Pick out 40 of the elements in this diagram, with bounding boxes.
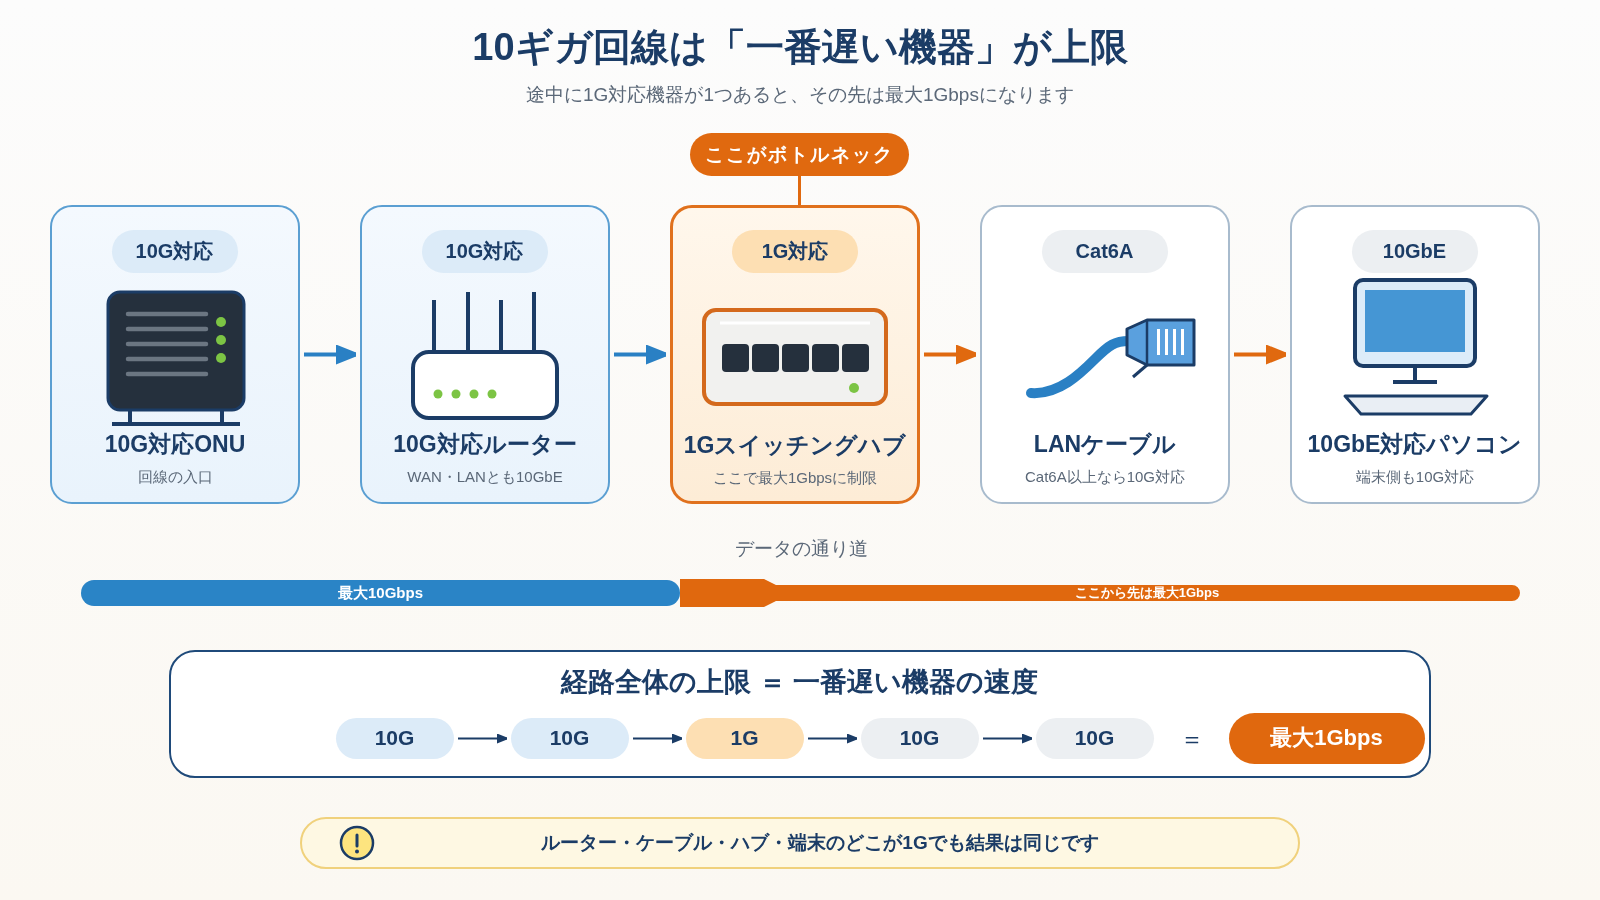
summary-panel bbox=[169, 650, 1431, 778]
speed-label: 最大10Gbps bbox=[338, 584, 423, 602]
speed-chip: 1G bbox=[685, 717, 804, 759]
speed-band bbox=[680, 579, 1520, 607]
device-card bbox=[980, 205, 1230, 504]
speed-chip: 10G bbox=[510, 717, 629, 759]
note-text: ルーター・ケーブル・ハブ・端末のどこが1Gでも結果は同じです bbox=[541, 831, 1099, 855]
spec-tag: 10G対応 bbox=[421, 229, 548, 273]
device-card bbox=[50, 205, 300, 504]
spec-tag: 1G対応 bbox=[732, 230, 858, 273]
formula-heading: 経路全体の上限 ＝ 一番遅い機器の速度 bbox=[561, 666, 1039, 699]
device-note: ここで最大1Gbpsに制限 bbox=[712, 468, 878, 488]
note-banner bbox=[300, 817, 1300, 869]
device-card bbox=[670, 205, 920, 504]
device-note: Cat6A以上なら10G対応 bbox=[1024, 467, 1185, 487]
spec-tag: Cat6A bbox=[1041, 229, 1168, 273]
device-card bbox=[1290, 205, 1540, 504]
device-name: LANケーブル bbox=[1033, 430, 1177, 459]
speed-chip: 10G bbox=[860, 717, 979, 759]
device-name: 10GbE対応パソコン bbox=[1307, 430, 1523, 459]
spec-tag: 10G対応 bbox=[111, 229, 238, 273]
equals-sign: ＝ bbox=[1180, 724, 1204, 754]
spec-tag: 10GbE bbox=[1351, 229, 1478, 273]
speed-chip: 10G bbox=[1035, 717, 1154, 759]
speed-band bbox=[81, 580, 680, 606]
device-name: 1Gスイッチングハブ bbox=[683, 431, 907, 460]
device-name: 10G対応ルーター bbox=[393, 430, 577, 459]
result-chip: 最大1Gbps bbox=[1228, 712, 1425, 764]
subtitle: 途中に1G対応機器が1つあると、その先は最大1Gbpsになります bbox=[526, 83, 1074, 107]
bottleneck-callout: ここがボトルネック bbox=[690, 133, 909, 176]
speed-chip: 10G bbox=[335, 717, 454, 759]
device-name: 10G対応ONU bbox=[104, 430, 246, 459]
bar-caption: データの通り道 bbox=[734, 537, 868, 561]
device-note: 回線の入口 bbox=[137, 467, 213, 487]
page-title: 10ギガ回線は「一番遅い機器」が上限 bbox=[472, 25, 1128, 70]
speed-label: ここから先は最大1Gbps bbox=[1074, 585, 1220, 601]
leader-line bbox=[798, 176, 801, 205]
device-note: 端末側も10G対応 bbox=[1355, 467, 1475, 487]
device-note: WAN・LANとも10GbE bbox=[407, 467, 563, 487]
device-card bbox=[360, 205, 610, 504]
